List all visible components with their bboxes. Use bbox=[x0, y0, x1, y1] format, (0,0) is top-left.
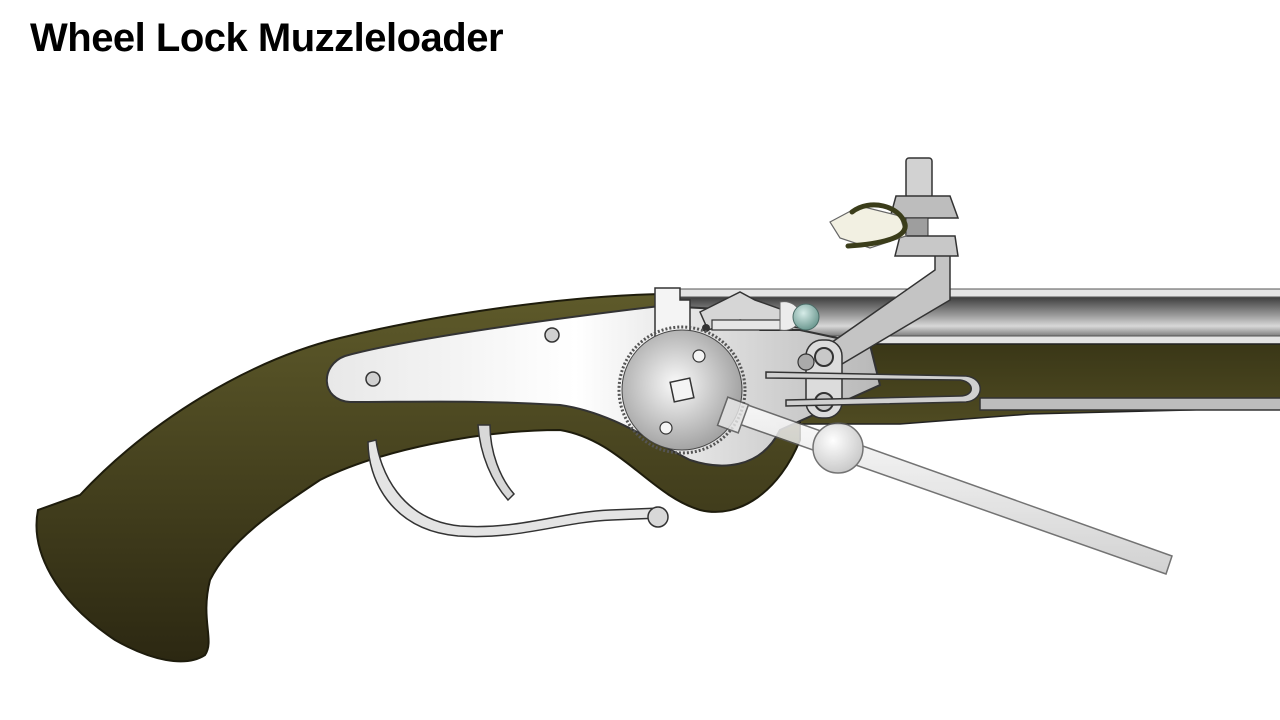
wheel-serrated-edge bbox=[617, 325, 747, 455]
ramrod-channel bbox=[979, 397, 1280, 411]
wheel-arbor bbox=[669, 377, 695, 403]
wheel-pin bbox=[692, 349, 706, 363]
trigger bbox=[477, 424, 516, 502]
spanner-socket bbox=[716, 396, 750, 434]
trigger-guard-finial bbox=[647, 506, 669, 528]
pyrite-clamp bbox=[845, 202, 908, 249]
dog-spring bbox=[765, 371, 981, 407]
plate-screw bbox=[365, 371, 381, 387]
plate-screw bbox=[544, 327, 560, 343]
linkage-stud bbox=[797, 353, 815, 371]
dog-pivot bbox=[814, 347, 834, 367]
pan-assembly bbox=[654, 287, 820, 341]
wheel bbox=[617, 325, 747, 455]
spanner-shaft bbox=[721, 397, 1173, 575]
spanner-ball bbox=[812, 422, 864, 474]
page-title: Wheel Lock Muzzleloader bbox=[30, 16, 504, 60]
jaw-spring bbox=[905, 217, 929, 237]
barrel-top-band bbox=[679, 288, 1280, 298]
wheel-pin bbox=[659, 421, 673, 435]
dog-arm bbox=[816, 157, 960, 365]
jaw-screw-head bbox=[905, 157, 933, 199]
pan-ball bbox=[792, 303, 820, 331]
spanner-key bbox=[716, 396, 1173, 575]
lower-jaw bbox=[894, 235, 959, 257]
pan-screw bbox=[702, 324, 710, 332]
